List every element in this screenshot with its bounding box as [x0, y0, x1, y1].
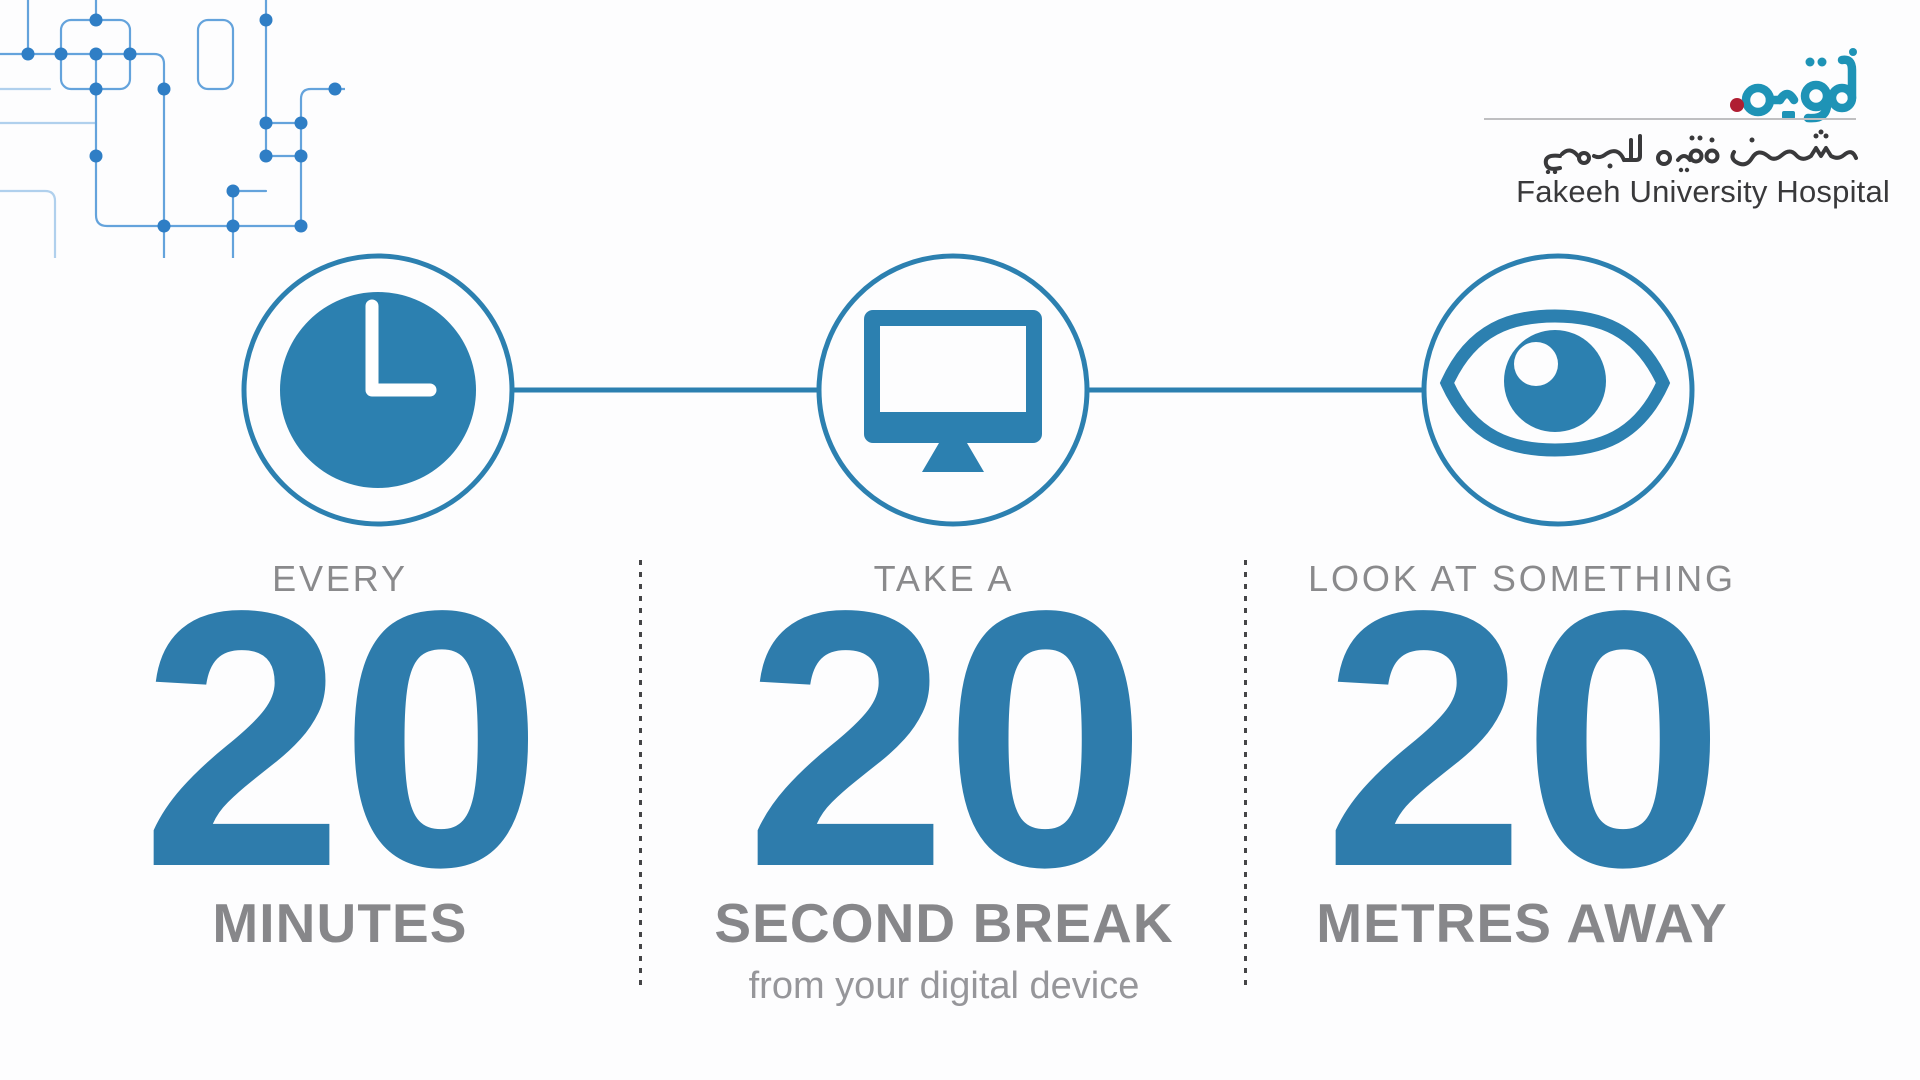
step-lead-label: LOOK AT SOMETHING — [1308, 558, 1736, 599]
hospital-name-arabic — [1543, 129, 1858, 174]
step-sub-label: METRES AWAY — [1316, 891, 1728, 954]
column-divider — [639, 560, 642, 990]
logo-divider — [1484, 118, 1856, 120]
logo-red-dot — [1730, 98, 1744, 112]
step-number: 20 — [141, 536, 543, 943]
step-lead-label: EVERY — [272, 558, 408, 599]
circuit-pattern — [0, 0, 345, 258]
eye-icon — [1421, 253, 1695, 527]
step-number: 20 — [1323, 536, 1725, 943]
circuit-nodes — [21, 13, 342, 233]
clock-icon — [241, 253, 515, 527]
step-note: from your digital device — [748, 964, 1140, 1007]
monitor-icon — [816, 253, 1090, 527]
step-icon-band — [241, 253, 1695, 527]
step-lead-label: TAKE A — [873, 558, 1015, 599]
fakeeh-wordmark-arabic — [1730, 48, 1857, 123]
step-number: 20 — [745, 536, 1147, 943]
step-column-metres: LOOK AT SOMETHING 20 METRES AWAY — [1222, 556, 1822, 956]
step-column-seconds: TAKE A 20 SECOND BREAK from your digital… — [644, 556, 1244, 1009]
step-sub-label: MINUTES — [212, 891, 468, 954]
hospital-name-english: Fakeeh University Hospital — [1516, 174, 1890, 209]
column-divider — [1244, 560, 1247, 990]
step-column-minutes: EVERY 20 MINUTES — [40, 556, 640, 956]
step-sub-label: SECOND BREAK — [714, 891, 1174, 954]
